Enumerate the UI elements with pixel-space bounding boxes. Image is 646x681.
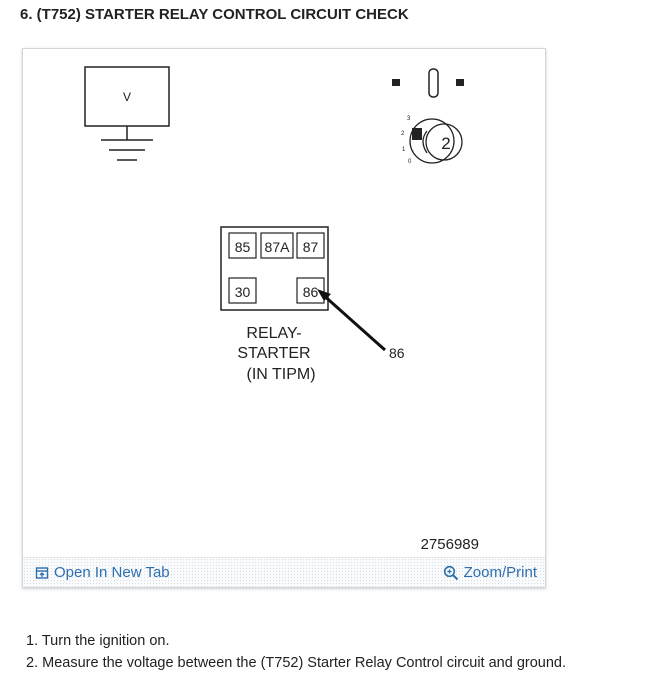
relay-terminal-30: 30	[235, 284, 251, 300]
instruction-item: 2. Measure the voltage between the (T752…	[26, 655, 567, 671]
instruction-item: 1. Turn the ignition on.	[26, 633, 170, 649]
ignition-position-3: 3	[407, 116, 411, 122]
ignition-position-0: 0	[408, 159, 412, 165]
ignition-position-2: 2	[401, 131, 405, 137]
open-new-tab-icon	[35, 566, 49, 579]
figure-card: V 3 2 1 0 2	[22, 48, 546, 588]
magnifier-icon	[443, 565, 458, 580]
ground-icon	[101, 139, 153, 161]
zoom-print-label: Zoom/Print	[463, 564, 537, 581]
ignition-key-number: 2	[441, 134, 450, 153]
voltmeter-symbol: V	[84, 66, 170, 161]
relay-terminal-87a: 87A	[265, 239, 291, 255]
ignition-position-1: 1	[402, 147, 406, 153]
relay-caption-line-2: STARTER	[237, 345, 310, 362]
callout-arrow	[317, 289, 386, 352]
step-title: 6. (T752) STARTER RELAY CONTROL CIRCUIT …	[20, 6, 409, 23]
figure-id: 2756989	[421, 536, 479, 553]
relay-symbol: 85 87A 87 30 86	[220, 226, 329, 311]
instruction-list: 1. Turn the ignition on. 2. Measure the …	[26, 630, 566, 674]
voltmeter-label: V	[123, 90, 131, 104]
open-in-new-tab-link[interactable]: Open In New Tab	[35, 564, 170, 581]
wiring-diagram: V 3 2 1 0 2	[84, 66, 479, 553]
ignition-switch-icon: 3 2 1 0 2	[392, 68, 464, 165]
figure-toolbar: Open In New Tab Zoom/Print	[23, 557, 545, 587]
relay-terminal-87: 87	[303, 239, 319, 255]
open-in-new-tab-label: Open In New Tab	[54, 564, 170, 581]
relay-caption-line-1: RELAY-	[246, 325, 301, 342]
zoom-print-link[interactable]: Zoom/Print	[443, 564, 537, 581]
relay-caption-line-3: (IN TIPM)	[246, 366, 315, 383]
relay-terminal-86: 86	[303, 284, 319, 300]
callout-label: 86	[389, 345, 405, 361]
relay-terminal-85: 85	[235, 239, 251, 255]
